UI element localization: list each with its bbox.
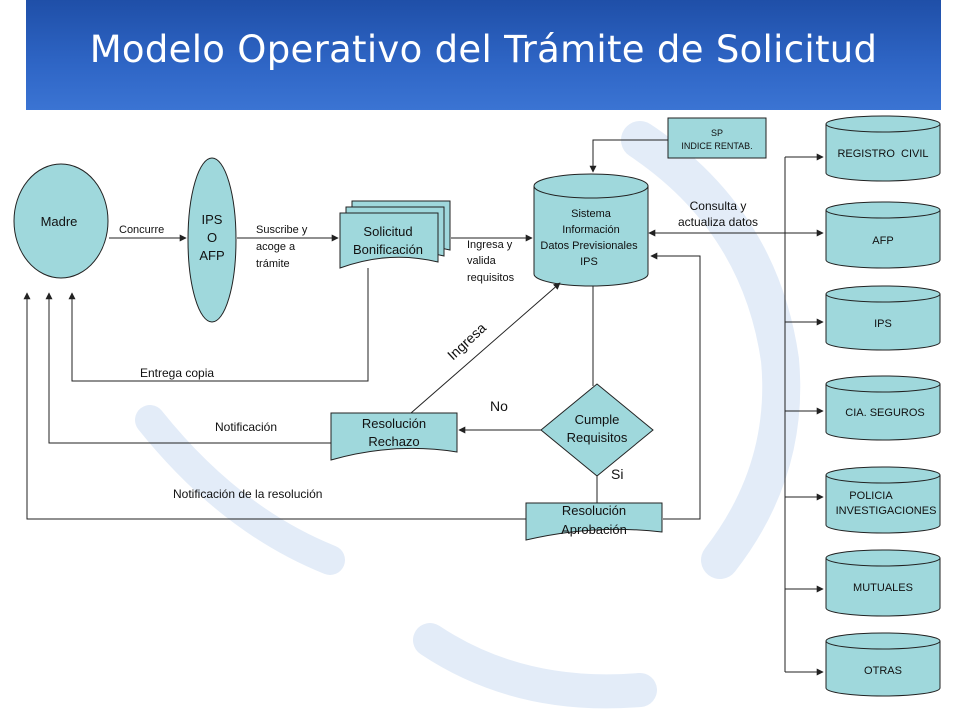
entity-label-registro-civil: REGISTRO CIVIL [837,148,928,160]
ips-afp-label-2: O [207,230,217,245]
label-ingresa-valida-3: requisitos [467,272,515,284]
label-suscribe-2: acoge a [256,241,296,253]
entity-label-otras: OTRAS [864,665,902,677]
label-suscribe-3: trámite [256,258,290,270]
entity-label-policia-2: INVESTIGACIONES [836,505,937,517]
label-no: No [490,398,508,414]
solicitud-node [339,200,451,269]
entity-label-afp: AFP [872,235,893,247]
ips-afp-label-1: IPS [202,212,223,227]
connectors [23,139,824,676]
label-entrega-copia: Entrega copia [140,366,214,380]
edge-entrega-copia [68,268,369,382]
madre-node [13,163,109,279]
edge-sp-sistema [589,139,668,173]
label-concurre: Concurre [119,224,164,236]
ips-afp-label-3: AFP [199,248,224,263]
entity-otras [825,632,941,697]
label-si: Si [611,466,623,482]
title-banner: Modelo Operativo del Trámite de Solicitu… [26,0,941,110]
entity-ips [825,285,941,351]
ips-afp-node [187,157,237,323]
edge-notificacion [45,292,331,444]
label-notif-resolucion: Notificación de la resolución [173,487,322,501]
sistema-label-3: Datos Previsionales [540,240,638,252]
solicitud-label-2: Bonificación [353,242,423,257]
sistema-label-4: IPS [580,256,598,268]
aprobacion-label-1: Resolución [562,503,626,518]
solicitud-label-1: Solicitud [363,224,412,239]
entity-cia-seguros [825,375,941,441]
cumple-label-1: Cumple [575,412,620,427]
label-ingresa-valida-1: Ingresa y [467,239,513,251]
label-suscribe-1: Suscribe y [256,224,308,236]
edge-aprobacion-sistema [650,252,701,520]
sp-label-2: INDICE RENTAB. [681,141,752,151]
page-title: Modelo Operativo del Trámite de Solicitu… [89,28,878,71]
label-ingresa-valida-2: valida [467,255,497,267]
label-consulta-1: Consulta y [690,199,747,213]
rechazo-node [330,412,458,461]
edge-notif-resolucion [23,292,526,520]
cumple-label-2: Requisitos [567,430,628,445]
sp-node [667,117,767,159]
entity-label-mutuales: MUTUALES [853,582,913,594]
entity-afp [825,201,941,269]
label-consulta-2: actualiza datos [678,215,758,229]
madre-label: Madre [41,214,78,229]
entity-label-cia-seguros: CIA. SEGUROS [845,407,924,419]
entity-registro-civil [825,115,941,182]
entity-label-policia-1: POLICIA [849,490,893,502]
edge-ingresa [410,282,561,414]
label-notificacion: Notificación [215,420,277,434]
aprobacion-node [525,502,663,541]
rechazo-label-2: Rechazo [368,434,419,449]
sistema-label-2: Información [562,224,619,236]
label-ingresa: Ingresa [444,319,489,363]
sistema-database-node [533,173,649,287]
aprobacion-label-2: Aprobación [561,522,627,537]
entity-label-ips: IPS [874,318,892,330]
entity-policia [825,466,941,534]
sp-label-1: SP [711,128,723,138]
watermark-logo [135,121,801,709]
rechazo-label-1: Resolución [362,416,426,431]
sistema-label-1: Sistema [571,208,612,220]
entity-mutuales [825,549,941,617]
